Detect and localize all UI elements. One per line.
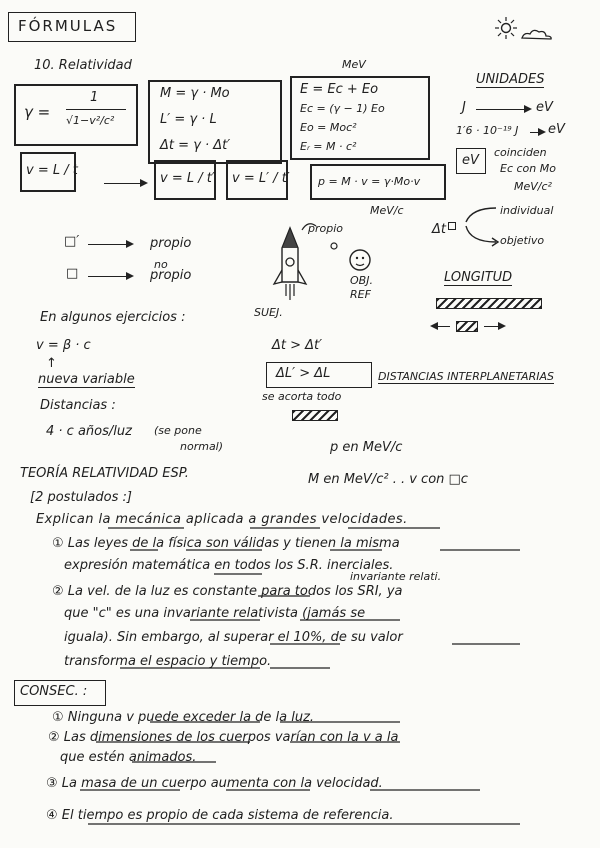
plain-frame: □ xyxy=(66,266,79,281)
delta-t-label: Δt xyxy=(432,222,456,237)
energy-total: E = Ec + Eo xyxy=(300,82,379,97)
p-en: p en MeV/c xyxy=(330,440,403,455)
title-box xyxy=(8,12,136,42)
nueva-variable: nueva variable xyxy=(38,372,135,388)
gamma-denominator: √1−v²/c² xyxy=(66,114,115,127)
objetivo-label: objetivo xyxy=(500,234,545,247)
delta-relation: Δt > Δt′ xyxy=(272,338,323,353)
mass-formula: M = γ · Mo xyxy=(160,86,230,101)
observer-doodle xyxy=(330,242,371,271)
postulados: [2 postulados :] xyxy=(30,490,132,505)
prime-arrow xyxy=(88,240,134,248)
consequence-4: ④ El tiempo es propio de cada sistema de… xyxy=(46,808,394,823)
gamma-lhs: γ = xyxy=(24,103,51,121)
coinciden: coinciden xyxy=(494,146,547,159)
energy-box xyxy=(290,76,430,160)
v-equation-2: v = L / t′ xyxy=(160,171,215,186)
gamma-fraction-bar xyxy=(66,109,126,110)
mev-c2: MeV/c² xyxy=(514,180,552,193)
prime-target: propio xyxy=(150,236,192,251)
energy-kinetic: Ec = (γ − 1) Eo xyxy=(300,102,385,115)
se-pone: (se pone xyxy=(154,424,202,437)
length-formula: L′ = γ · L xyxy=(160,112,217,127)
frame-arrows xyxy=(465,207,500,247)
postulate-2-line-2: que "c" es una invariante relativista (j… xyxy=(64,606,366,621)
units-arrow-1 xyxy=(476,105,532,113)
energy-rest: Eo = Moc² xyxy=(300,121,357,134)
gamma-box xyxy=(14,84,138,146)
longitud-bar-long xyxy=(436,298,542,309)
v-box-2 xyxy=(154,160,216,200)
units-title: UNIDADES xyxy=(476,72,545,88)
units-ev-2: eV xyxy=(548,122,565,137)
v-arrow xyxy=(104,179,148,187)
longitud-bar-short xyxy=(456,321,478,332)
explica: Explican la mecánica aplicada a grandes … xyxy=(36,512,408,527)
p-box xyxy=(310,164,446,200)
postulate-2-note: invariante relati. xyxy=(350,570,442,583)
postulate-2-line-4: transforma el espacio y tiempo. xyxy=(64,654,272,669)
units-ev: eV xyxy=(536,100,553,115)
consequence-3: ③ La masa de un cuerpo aumenta con la ve… xyxy=(46,776,383,791)
se-acorta: se acorta todo xyxy=(262,390,342,403)
v-equation-1: v = L / t xyxy=(26,163,78,178)
postulate-1-line-1: ① Las leyes de la física son válidas y t… xyxy=(52,536,400,551)
consequence-2-line-2: que estén animados. xyxy=(60,750,197,765)
v-beta: v = β · c xyxy=(36,338,91,353)
postulate-2-line-1: ② La vel. de la luz es constante para to… xyxy=(52,584,403,599)
plain-target-top: no xyxy=(154,258,168,271)
exercises-intro: En algunos ejercicios : xyxy=(40,310,186,325)
ref-label: REF xyxy=(350,288,371,301)
distancias-label: Distancias : xyxy=(40,398,116,413)
energy-unit: MeV xyxy=(342,58,366,71)
delta-l-box xyxy=(266,362,372,388)
rocket-doodle xyxy=(272,223,317,300)
ec-con-mo: Ec con Mo xyxy=(500,162,556,175)
longitud-arrow-right xyxy=(484,322,506,330)
distancias-inter: DISTANCIAS INTERPLANETARIAS xyxy=(378,370,554,384)
units-conversion: 1′6 · 10⁻¹⁹ J xyxy=(456,124,519,137)
m-en: M en MeV/c² . . v con □c xyxy=(308,472,468,487)
consec-title: CONSEC. : xyxy=(20,684,88,699)
time-formula: Δt = γ · Δt′ xyxy=(160,138,231,153)
p-equation: p = M · v = γ·Mo·v xyxy=(318,175,421,188)
ev-box-label: eV xyxy=(462,153,479,168)
delta-l-relation: ΔL′ > ΔL xyxy=(276,366,331,381)
ev-box xyxy=(456,148,486,174)
prime-frame: □′ xyxy=(64,234,80,249)
postulate-2-line-3: iguala). Sin embargo, al superar el 10%,… xyxy=(64,630,403,645)
up-arrow: ↑ xyxy=(46,356,57,371)
sun-cloud-doodle xyxy=(495,17,552,40)
consequence-2-line-1: ② Las dimensiones de los cuerpos varían … xyxy=(48,730,399,745)
page-title: FÓRMULAS xyxy=(18,17,118,35)
plain-arrow xyxy=(88,272,134,280)
normal: normal) xyxy=(180,440,224,453)
units-arrow-2 xyxy=(530,128,546,136)
obj-label: OBJ. xyxy=(350,274,373,287)
theory-title: TEORÍA RELATIVIDAD ESP. xyxy=(20,466,189,481)
plain-target: propio xyxy=(150,268,192,283)
gamma-numerator: 1 xyxy=(90,90,99,105)
energy-relativistic: Eᵣ = M · c² xyxy=(300,140,357,153)
p-unit: MeV/c xyxy=(370,204,404,217)
longitud-title: LONGITUD xyxy=(444,270,513,286)
consequence-1: ① Ninguna v puede exceder la de la luz. xyxy=(52,710,315,725)
v-box-1 xyxy=(20,152,76,192)
v-equation-3: v = L′ / t′ xyxy=(232,171,290,186)
suj-label: SUEJ. xyxy=(254,306,283,319)
propio-label: propio xyxy=(308,222,344,235)
postulate-1-line-2: expresión matemática en todos los S.R. i… xyxy=(64,558,394,573)
four-c: 4 · c años/luz xyxy=(46,424,132,439)
individual-label: individual xyxy=(500,204,554,217)
v-box-3 xyxy=(226,160,288,200)
acorta-bar xyxy=(292,410,338,421)
section-title: 10. Relatividad xyxy=(34,58,132,73)
consec-box xyxy=(14,680,106,706)
units-joule: J xyxy=(462,100,466,115)
